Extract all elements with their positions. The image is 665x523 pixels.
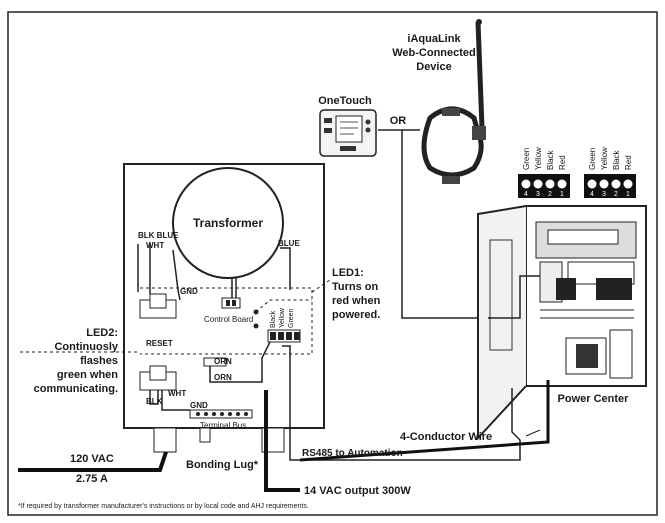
tl-wire-green: Green xyxy=(522,148,531,170)
rs485-cable xyxy=(282,345,521,461)
led1-line-1: LED1: xyxy=(332,267,364,279)
tl-num-3: 3 xyxy=(536,191,540,198)
led1-line-2: Turns on xyxy=(332,281,379,293)
iaqualink-label-3: Device xyxy=(416,61,451,73)
tl-wire-black: Black xyxy=(546,149,555,170)
tl-num-2: 2 xyxy=(548,191,552,198)
tr-num-3: 3 xyxy=(602,191,606,198)
onetouch-label: OneTouch xyxy=(318,95,372,107)
tl-wire-red: Red xyxy=(558,155,567,170)
bonding-lug-label: Bonding Lug* xyxy=(186,459,259,471)
led2-line-3: flashes xyxy=(80,355,118,367)
power-center-label: Power Center xyxy=(558,393,630,405)
tl-num-4: 4 xyxy=(524,191,528,198)
wht-top-label: WHT xyxy=(146,241,164,250)
tr-wire-red: Red xyxy=(624,155,633,170)
or-label: OR xyxy=(390,115,407,127)
iaqualink-label-2: Web-Connected xyxy=(392,47,476,59)
onetouch-cable xyxy=(401,130,488,319)
gnd-top-label: GND xyxy=(180,287,198,296)
tr-wire-black: Black xyxy=(612,149,621,170)
bt-wire-yellow: Yellow xyxy=(279,307,286,328)
iaqualink-label-1: iAquaLink xyxy=(407,33,461,45)
led1-line-4: powered. xyxy=(332,309,380,321)
four-conductor-label: 4-Conductor Wire xyxy=(400,431,492,443)
wht-bottom-label: WHT xyxy=(168,389,186,398)
bt-wire-black: Black xyxy=(270,310,277,328)
tr-wire-yellow: Yellow xyxy=(600,147,609,170)
led2-line-4: green when xyxy=(57,369,118,381)
diagram-border xyxy=(7,11,658,516)
mains-cable xyxy=(18,451,168,472)
led1-line-3: red when xyxy=(332,295,381,307)
terminal-block-left xyxy=(518,174,570,198)
blue-label: BLUE xyxy=(278,239,300,248)
tl-num-1: 1 xyxy=(560,191,564,198)
onetouch-device xyxy=(319,109,377,157)
reset-label: RESET xyxy=(146,339,173,348)
transformer-housing xyxy=(123,163,325,453)
low-voltage-cable xyxy=(264,390,300,492)
transformer-label: Transformer xyxy=(193,216,263,230)
tl-wire-yellow: Yellow xyxy=(534,147,543,170)
led2-line-2: Continuosly xyxy=(54,341,118,353)
rs485-label: RS485 to Automation xyxy=(302,448,403,459)
iaqualink-device xyxy=(421,19,486,184)
control-board-label: Control Board xyxy=(204,315,253,324)
amps-label: 2.75 A xyxy=(76,473,108,485)
tr-wire-green: Green xyxy=(588,148,597,170)
terminal-block-right xyxy=(584,174,636,198)
blk-blue-label: BLK BLUE xyxy=(138,231,179,240)
orn-label-1: ORN xyxy=(214,357,232,366)
vac-120-label: 120 VAC xyxy=(70,453,114,465)
terminal-bus-label: Terminal Bus xyxy=(200,421,246,430)
orn-label-2: ORN xyxy=(214,373,232,382)
power-center xyxy=(477,205,647,441)
led2-line-1: LED2: xyxy=(86,327,118,339)
gnd-bottom-label: GND xyxy=(190,401,208,410)
blk-bottom-label: BLK xyxy=(146,397,163,406)
vac-14-label: 14 VAC output 300W xyxy=(304,485,411,497)
footnote: *If required by transformer manufacturer… xyxy=(18,503,309,510)
tr-num-1: 1 xyxy=(626,191,630,198)
tr-num-4: 4 xyxy=(590,191,594,198)
tr-num-2: 2 xyxy=(614,191,618,198)
led2-line-5: communicating. xyxy=(34,383,118,395)
bt-wire-green: Green xyxy=(288,308,295,328)
